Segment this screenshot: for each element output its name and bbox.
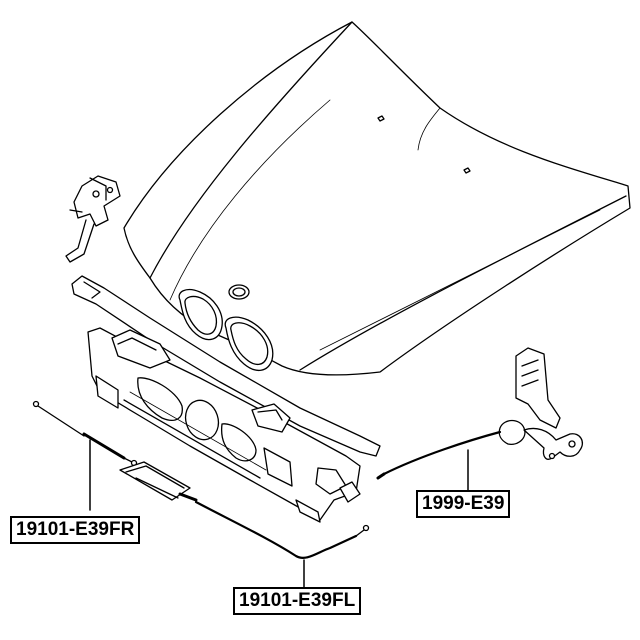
part-label-front-left-cable: 19101-E39FL xyxy=(233,587,362,615)
hood-hinge-icon xyxy=(65,175,121,263)
grille-left-icon xyxy=(178,288,223,341)
radiator-support-icon xyxy=(71,275,381,523)
release-lever-icon xyxy=(376,347,584,495)
cable-front-right-icon xyxy=(32,400,138,511)
part-label-front-right-cable: 19101-E39FR xyxy=(10,516,141,544)
emblem-icon xyxy=(228,284,250,300)
hood-panel-icon xyxy=(123,21,631,376)
grille-right-icon xyxy=(224,316,274,371)
cable-front-left-icon xyxy=(119,461,370,591)
part-label-release-lever: 1999-E39 xyxy=(416,490,511,518)
